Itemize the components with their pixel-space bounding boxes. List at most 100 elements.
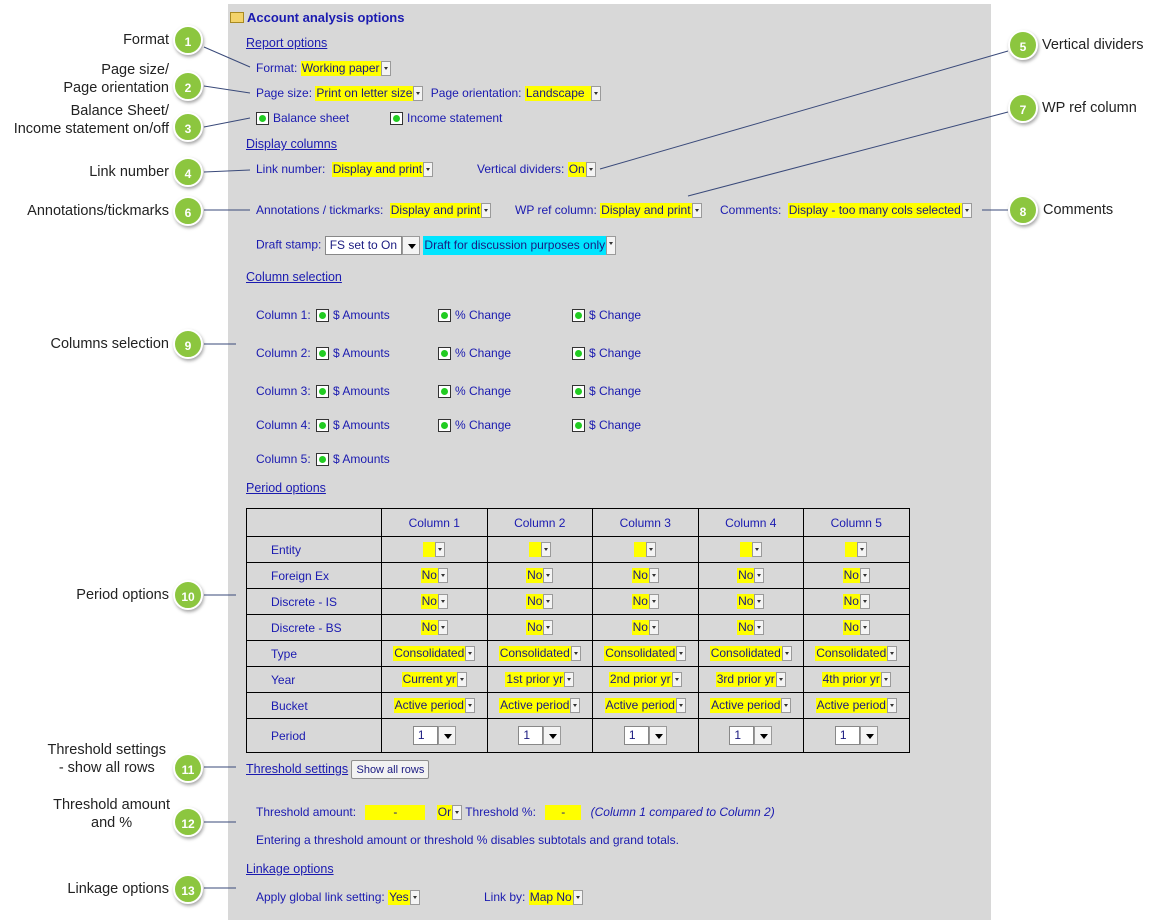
column-2-dollar-change[interactable]: $ Change: [572, 346, 641, 361]
chevron-down-icon[interactable]: [437, 568, 448, 584]
chevron-down-icon[interactable]: [648, 726, 667, 745]
checkbox[interactable]: [316, 419, 329, 433]
chevron-down-icon[interactable]: [859, 726, 878, 745]
foreign-ex-dropdown[interactable]: No: [420, 568, 448, 584]
balance-sheet-checkbox-row[interactable]: Balance sheet: [256, 111, 349, 126]
foreign-ex-dropdown[interactable]: No: [842, 568, 870, 584]
period-dropdown[interactable]: 1: [834, 726, 878, 745]
bucket-dropdown[interactable]: Active period: [499, 698, 581, 714]
chevron-down-icon[interactable]: [465, 646, 476, 662]
chevron-down-icon[interactable]: [781, 698, 792, 714]
chevron-down-icon[interactable]: [754, 726, 773, 745]
checkbox[interactable]: [572, 309, 585, 323]
discrete-bs-dropdown[interactable]: No: [842, 620, 870, 636]
chevron-down-icon[interactable]: [859, 568, 870, 584]
chevron-down-icon[interactable]: [775, 672, 786, 688]
column-5-amounts[interactable]: $ Amounts: [316, 452, 390, 467]
type-dropdown[interactable]: Consolidated: [709, 646, 792, 662]
type-dropdown[interactable]: Consolidated: [604, 646, 687, 662]
chevron-down-icon[interactable]: [543, 594, 554, 610]
column-3-pct-change[interactable]: % Change: [438, 384, 511, 399]
chevron-down-icon[interactable]: [570, 698, 581, 714]
type-dropdown[interactable]: Consolidated: [393, 646, 476, 662]
discrete-is-dropdown[interactable]: No: [420, 594, 448, 610]
entity-dropdown[interactable]: [423, 542, 446, 558]
chevron-down-icon[interactable]: [543, 726, 562, 745]
chevron-down-icon[interactable]: [754, 568, 765, 584]
type-dropdown[interactable]: Consolidated: [498, 646, 581, 662]
chevron-down-icon[interactable]: [648, 568, 659, 584]
discrete-is-dropdown[interactable]: No: [842, 594, 870, 610]
chevron-down-icon[interactable]: [564, 672, 575, 688]
chevron-down-icon[interactable]: [886, 698, 897, 714]
chevron-down-icon[interactable]: [590, 86, 601, 102]
column-1-amounts[interactable]: $ Amounts: [316, 308, 390, 323]
chevron-down-icon[interactable]: [859, 620, 870, 636]
foreign-ex-dropdown[interactable]: No: [631, 568, 659, 584]
chevron-down-icon[interactable]: [754, 594, 765, 610]
threshold-percent-input[interactable]: -: [545, 805, 582, 821]
column-3-dollar-change[interactable]: $ Change: [572, 384, 641, 399]
vertical-dividers-dropdown[interactable]: On: [567, 162, 596, 178]
threshold-settings-section[interactable]: Threshold settings: [246, 762, 349, 776]
annotations-dropdown[interactable]: Display and print: [389, 203, 492, 219]
entity-dropdown[interactable]: [845, 542, 868, 558]
column-4-amounts[interactable]: $ Amounts: [316, 418, 390, 433]
year-dropdown[interactable]: 4th prior yr: [821, 672, 891, 688]
chevron-down-icon[interactable]: [437, 620, 448, 636]
checkbox[interactable]: [438, 419, 451, 433]
column-3-amounts[interactable]: $ Amounts: [316, 384, 390, 399]
foreign-ex-dropdown[interactable]: No: [526, 568, 554, 584]
discrete-is-dropdown[interactable]: No: [631, 594, 659, 610]
entity-dropdown[interactable]: [739, 542, 762, 558]
discrete-bs-dropdown[interactable]: No: [420, 620, 448, 636]
column-4-dollar-change[interactable]: $ Change: [572, 418, 641, 433]
period-dropdown[interactable]: 1: [518, 726, 562, 745]
year-dropdown[interactable]: 1st prior yr: [505, 672, 575, 688]
page-size-dropdown[interactable]: Print on letter size: [315, 86, 424, 102]
chevron-down-icon[interactable]: [409, 890, 420, 906]
chevron-down-icon[interactable]: [540, 542, 551, 558]
chevron-down-icon[interactable]: [676, 646, 687, 662]
column-2-pct-change[interactable]: % Change: [438, 346, 511, 361]
checkbox[interactable]: [316, 385, 329, 399]
chevron-down-icon[interactable]: [754, 620, 765, 636]
threshold-amount-input[interactable]: -: [365, 805, 426, 821]
chevron-down-icon[interactable]: [543, 568, 554, 584]
chevron-down-icon[interactable]: [570, 646, 581, 662]
chevron-down-icon[interactable]: [380, 61, 391, 77]
checkbox[interactable]: [572, 347, 585, 361]
column-4-pct-change[interactable]: % Change: [438, 418, 511, 433]
period-options-section[interactable]: Period options: [246, 481, 326, 495]
link-number-dropdown[interactable]: Display and print: [331, 162, 434, 178]
chevron-down-icon[interactable]: [423, 162, 434, 178]
format-dropdown[interactable]: Working paper: [300, 61, 391, 77]
chevron-down-icon[interactable]: [402, 236, 421, 255]
draft-stamp-dropdown[interactable]: FS set to On: [324, 236, 421, 255]
discrete-bs-dropdown[interactable]: No: [737, 620, 765, 636]
chevron-down-icon[interactable]: [781, 646, 792, 662]
bucket-dropdown[interactable]: Active period: [710, 698, 792, 714]
chevron-down-icon[interactable]: [857, 542, 868, 558]
column-2-amounts[interactable]: $ Amounts: [316, 346, 390, 361]
wp-ref-dropdown[interactable]: Display and print: [600, 203, 702, 219]
period-dropdown[interactable]: 1: [412, 726, 456, 745]
checkbox[interactable]: [316, 309, 329, 323]
income-statement-checkbox[interactable]: [390, 112, 403, 126]
chevron-down-icon[interactable]: [880, 672, 891, 688]
draft-text-dropdown[interactable]: Draft for discussion purposes only: [423, 236, 617, 255]
chevron-down-icon[interactable]: [543, 620, 554, 636]
period-dropdown[interactable]: 1: [623, 726, 667, 745]
checkbox[interactable]: [572, 419, 585, 433]
checkbox[interactable]: [316, 347, 329, 361]
bucket-dropdown[interactable]: Active period: [604, 698, 686, 714]
comments-dropdown[interactable]: Display - too many cols selected: [787, 203, 972, 219]
chevron-down-icon[interactable]: [675, 698, 686, 714]
chevron-down-icon[interactable]: [464, 698, 475, 714]
chevron-down-icon[interactable]: [646, 542, 657, 558]
chevron-down-icon[interactable]: [691, 203, 702, 219]
type-dropdown[interactable]: Consolidated: [815, 646, 898, 662]
or-dropdown[interactable]: Or: [436, 805, 463, 821]
checkbox[interactable]: [438, 347, 451, 361]
discrete-bs-dropdown[interactable]: No: [526, 620, 554, 636]
